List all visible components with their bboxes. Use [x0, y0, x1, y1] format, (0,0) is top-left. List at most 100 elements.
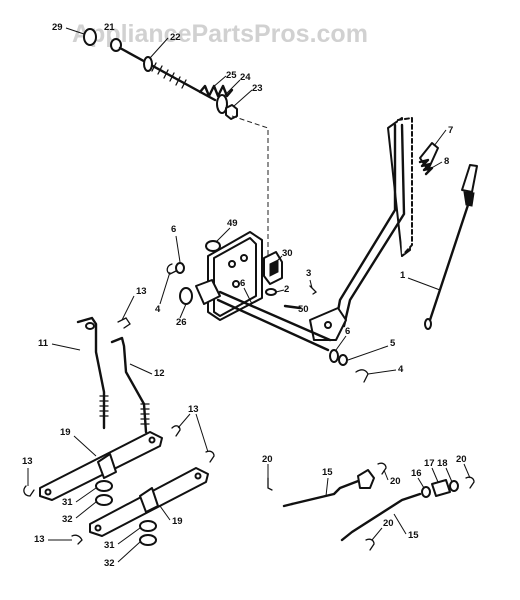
lift-arm-lower-yoke — [139, 487, 159, 513]
part-13-clip-top — [117, 317, 131, 329]
deck-link-upper-fitting — [357, 469, 375, 489]
callout-32-lower: 32 — [104, 558, 115, 569]
plate-hole-1 — [228, 260, 236, 268]
part-13-clip-mid-right — [205, 450, 215, 463]
trunnion-center — [269, 259, 279, 277]
height-rod-shaft — [428, 203, 470, 322]
callout-13-left: 13 — [22, 456, 33, 467]
arm-lower-hole-right — [194, 472, 202, 480]
shaft-bushing-left — [195, 279, 221, 305]
callout-31-upper: 31 — [62, 497, 73, 508]
part-20-clip-lower — [365, 538, 375, 551]
assembly-guide-line — [231, 115, 269, 262]
part-20-clip-upper — [377, 462, 387, 475]
callout-1: 1 — [400, 270, 406, 281]
callout-49: 49 — [227, 218, 238, 229]
lift-lever — [309, 117, 413, 341]
callout-24: 24 — [240, 72, 251, 83]
lift-lever-pivot — [324, 321, 332, 329]
part-31-bushing-upper — [95, 480, 113, 492]
part-4-clip-left — [166, 263, 177, 275]
part-1-height-rod — [424, 164, 478, 330]
part-32-washer-upper — [95, 494, 113, 506]
link-11-end — [85, 322, 95, 330]
part-23-nut — [225, 104, 238, 120]
part-29-cap — [83, 28, 97, 46]
lift-lever-rod — [334, 123, 397, 324]
callout-7: 7 — [448, 125, 453, 136]
callout-29: 29 — [52, 22, 63, 33]
callout-6-left: 26 — [176, 317, 187, 328]
deck-link-assembly — [267, 462, 475, 551]
callout-31-lower: 31 — [104, 540, 115, 551]
callout-20-left: 20 — [262, 454, 273, 465]
part-13-clip-mid-left — [171, 425, 181, 437]
deck-link-upper-end — [282, 502, 294, 508]
part-21-washer — [110, 38, 122, 52]
part-18-washer — [449, 480, 459, 492]
callout-32-upper: 32 — [62, 514, 73, 525]
height-rod-grip-band — [463, 191, 475, 207]
part-4-clip-right — [355, 369, 369, 383]
callout-20-upper: 20 — [390, 476, 401, 487]
part-5-washer — [338, 354, 348, 366]
lift-arm-upper — [39, 431, 163, 506]
part-49-bearing — [205, 240, 221, 252]
callout-26: 50 — [298, 304, 309, 315]
part-6-bushing-right — [329, 349, 339, 363]
part-6-bushing-top — [175, 262, 185, 274]
callout-13-bottom: 13 — [34, 534, 45, 545]
callout-6-top: 6 — [171, 224, 176, 235]
callout-20-right: 20 — [456, 454, 467, 465]
part-2-cross-shaft — [218, 290, 332, 342]
callout-20-lower: 20 — [383, 518, 394, 529]
callout-13-mid: 13 — [188, 404, 199, 415]
part-24-washer — [216, 94, 228, 114]
callout-4-left: 4 — [155, 304, 161, 315]
lift-lever-rod-outer — [342, 123, 406, 328]
lift-links — [76, 316, 150, 434]
callout-5: 5 — [390, 338, 396, 349]
height-rod-knob — [461, 164, 478, 193]
callouts: 29 21 22 25 24 23 7 8 49 6 30 3 1 13 4 6… — [22, 22, 471, 569]
callout-15-lower: 15 — [408, 530, 419, 541]
part-50-washer — [265, 288, 277, 296]
part-6-bushing-left — [179, 287, 193, 305]
part-13-clip-bottom — [71, 534, 83, 545]
part-13-clip-left — [23, 485, 35, 497]
callout-22: 22 — [170, 32, 181, 43]
part-32-washer-lower — [139, 534, 157, 546]
callout-11: 11 — [38, 338, 49, 349]
callout-12: 12 — [154, 368, 165, 379]
callout-16: 16 — [411, 468, 422, 479]
adjustment-rod-assembly — [83, 28, 269, 262]
callout-19-upper: 19 — [60, 427, 71, 438]
callout-18: 18 — [437, 458, 448, 469]
arm-lower-hole-left — [94, 524, 102, 532]
callout-6-right: 6 — [345, 326, 350, 337]
lift-arm-lower — [89, 467, 209, 546]
callout-3: 3 — [306, 268, 311, 279]
part-20-clip-left — [267, 477, 273, 491]
part-15-deck-link-lower — [340, 492, 422, 542]
part-31-bushing-lower — [139, 520, 157, 532]
lift-arm-upper-yoke — [97, 453, 117, 479]
link-12-threads — [140, 403, 150, 425]
callout-13-top: 13 — [136, 286, 147, 297]
callout-4-right: 4 — [398, 364, 404, 375]
link-11-threads — [99, 395, 109, 417]
part-22-collar — [143, 56, 153, 72]
arm-upper-hole-right — [148, 436, 156, 444]
callout-19-lower: 19 — [172, 516, 183, 527]
callout-23: 23 — [252, 83, 263, 94]
plate-hole-2 — [240, 254, 248, 262]
part-3-screw — [309, 285, 318, 295]
callout-21: 21 — [104, 22, 115, 33]
part-15-deck-link-upper — [290, 476, 368, 506]
part-12-lift-link — [110, 336, 148, 434]
plate-hole-3 — [232, 280, 240, 288]
part-11-lift-link — [76, 316, 106, 430]
callout-17: 17 — [424, 458, 435, 469]
